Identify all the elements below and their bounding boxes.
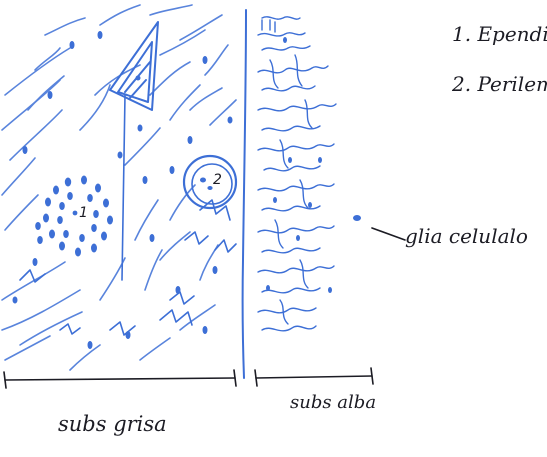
gray-matter-scale bbox=[3, 369, 237, 389]
marker-2: 2 bbox=[213, 172, 222, 188]
triangle-structure bbox=[109, 21, 159, 111]
boundary-line bbox=[241, 9, 247, 379]
neuron-2-circle bbox=[182, 154, 238, 210]
ependyma-ring bbox=[35, 175, 113, 257]
glia-pointer bbox=[353, 215, 406, 241]
white-matter-label: subs alba bbox=[290, 392, 377, 413]
legend-item-1: 1. Ependi bbox=[452, 22, 547, 46]
gray-matter-label: subs grisa bbox=[58, 412, 167, 436]
white-matter-fibres bbox=[257, 16, 337, 332]
white-matter-scale bbox=[254, 367, 374, 387]
gray-matter-dots bbox=[12, 31, 233, 349]
white-matter-dots bbox=[266, 37, 332, 293]
gray-matter-zigzags bbox=[19, 199, 237, 336]
marker-1: 1 bbox=[79, 205, 88, 221]
legend-item-2: 2. Perilem bbox=[452, 72, 547, 96]
capillary-line bbox=[121, 94, 126, 281]
gray-matter-fibres bbox=[1, 4, 237, 371]
glia-label: glia celulalo bbox=[405, 224, 528, 248]
